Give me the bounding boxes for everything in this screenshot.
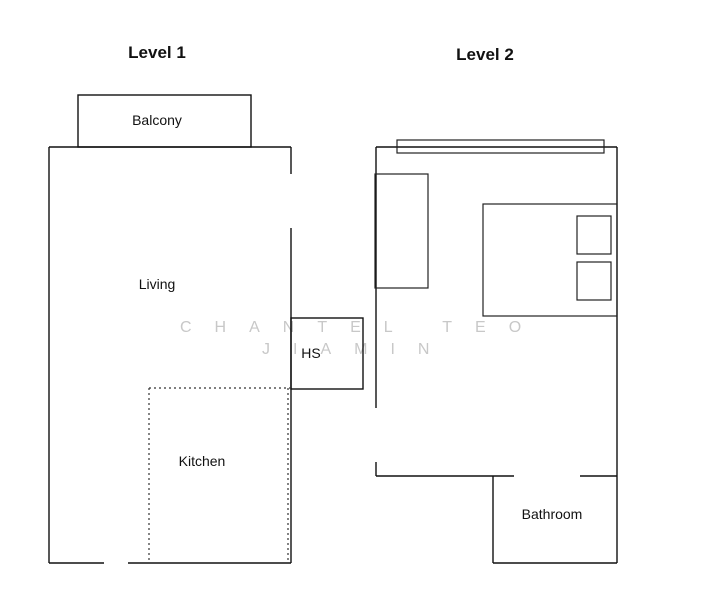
window-strip	[396, 139, 605, 154]
living-label: Living	[139, 276, 176, 292]
level-2-plan: Level 2 Bathroom	[374, 45, 618, 564]
hs-room	[290, 317, 364, 390]
balcony-label: Balcony	[132, 112, 182, 128]
wardrobe	[374, 173, 429, 289]
level-1-title: Level 1	[128, 43, 186, 62]
bed	[482, 203, 618, 317]
hs-label: HS	[301, 345, 320, 361]
pillow-top	[576, 215, 612, 255]
watermark: CHANTEL TEO JIAMIN	[180, 319, 544, 358]
kitchen-label: Kitchen	[179, 453, 226, 469]
level-2-title: Level 2	[456, 45, 514, 64]
bathroom-label: Bathroom	[522, 506, 583, 522]
watermark-line-2: JIAMIN	[262, 341, 452, 358]
pillow-bottom	[576, 261, 612, 301]
level-1-plan: Level 1 Balcony Living HS Kitchen	[48, 43, 364, 564]
watermark-line-1: CHANTEL TEO	[180, 319, 544, 336]
